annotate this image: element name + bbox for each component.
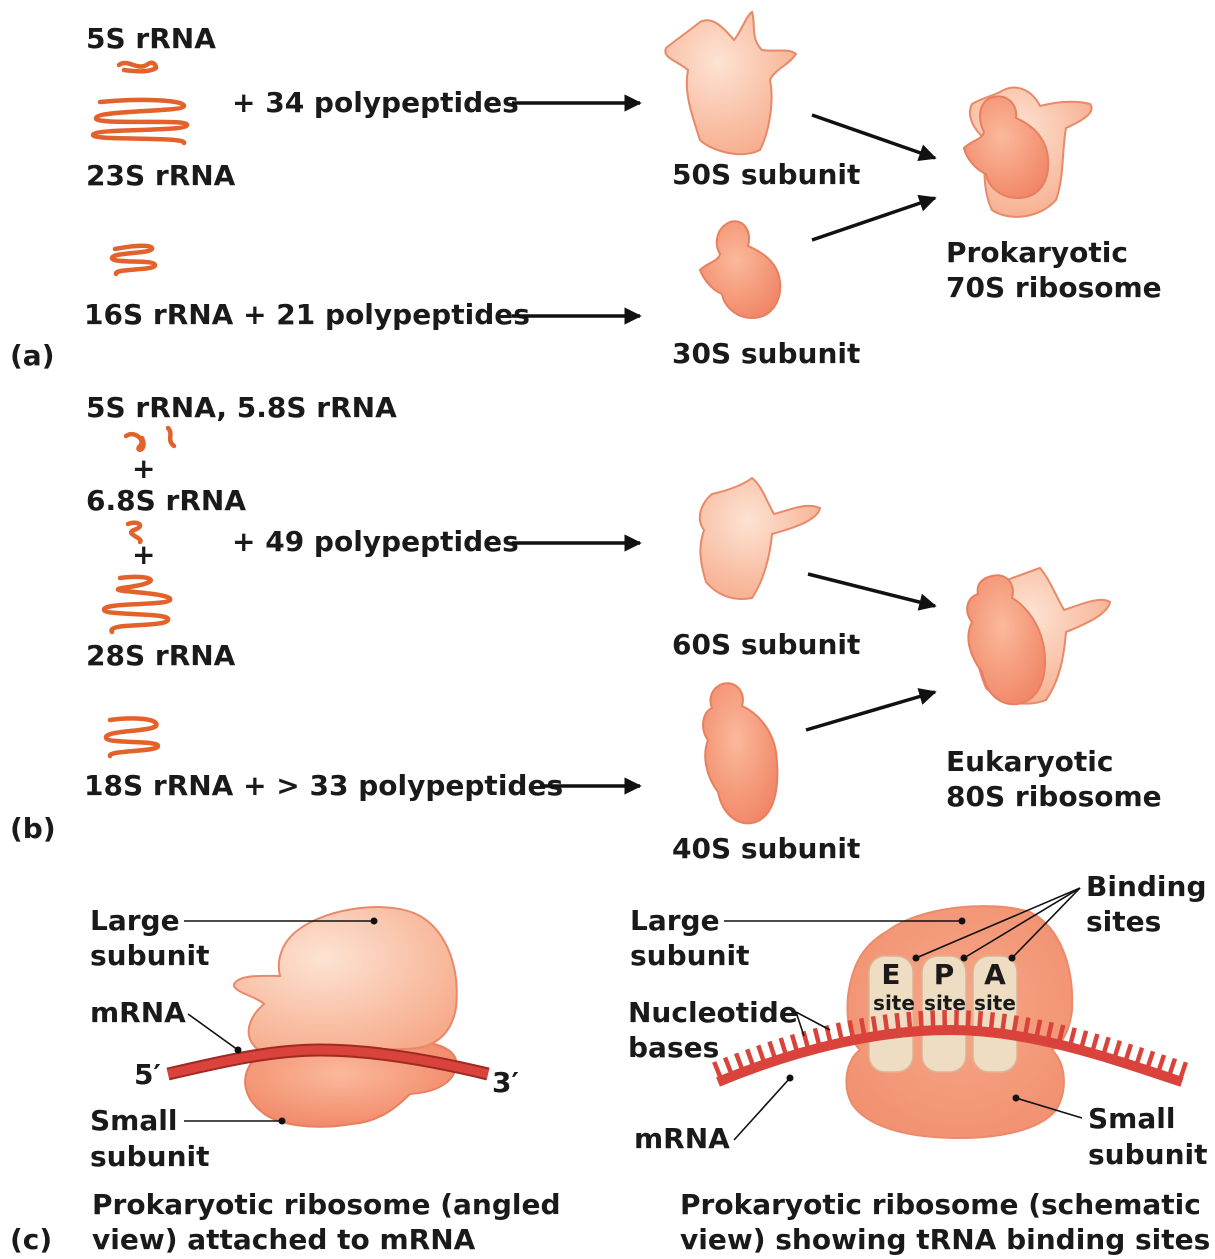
panel-a: 5S rRNA 23S rRNA + 34 polypeptides 50S s…	[10, 12, 1162, 372]
angled-large-label-2: subunit	[90, 939, 210, 972]
rrna-28s-strand	[104, 577, 170, 632]
schematic-large-dot	[959, 918, 966, 925]
angled-mrna-leader	[188, 1014, 238, 1050]
angled-three-prime: 3′	[492, 1066, 519, 1099]
plus-2: +	[132, 538, 155, 571]
ribosome-80s-line2: 80S ribosome	[946, 780, 1162, 813]
rrna-28s-label: 28S rRNA	[86, 639, 236, 672]
subunit-60s-label: 60S subunit	[672, 628, 860, 661]
nucleotide-label-2: bases	[628, 1031, 719, 1064]
rrna-58s-strand	[168, 428, 174, 446]
rrna-5s-strand-b	[126, 434, 144, 450]
subunit-40s-shape	[703, 683, 777, 823]
ribosome-80s-shape	[967, 568, 1110, 704]
angled-large-subunit-shape	[234, 907, 457, 1053]
schematic-mrna-dot	[787, 1075, 794, 1082]
angled-caption-2: view) attached to mRNA	[92, 1223, 476, 1256]
rrna-18s-strand	[106, 718, 158, 756]
panel-b: 5S rRNA, 5.8S rRNA + 6.8S rRNA + 28S rRN…	[10, 391, 1162, 865]
arrow-40s-to-80s	[806, 692, 935, 730]
schematic-large-label-2: subunit	[630, 939, 750, 972]
schematic-small-label-2: subunit	[1088, 1138, 1208, 1171]
schematic-mrna-leader	[734, 1078, 790, 1140]
schematic-small-label-1: Small	[1088, 1102, 1175, 1135]
panel-a-label: (a)	[10, 339, 55, 372]
binding-sites-label-1: Binding	[1086, 870, 1207, 903]
arrow-50s-to-70s	[812, 115, 935, 158]
rrna-23s-strand	[93, 100, 187, 143]
site-p-letter: P	[934, 958, 955, 991]
panel-c-right: E site P site A site Large subunit Bindi…	[628, 870, 1210, 1256]
nucleotide-label-1: Nucleotide	[628, 996, 798, 1029]
panel-b-label: (b)	[10, 812, 56, 845]
schematic-large-label-1: Large	[630, 904, 720, 937]
plus-1: +	[132, 452, 155, 485]
angled-small-label-1: Small	[90, 1104, 177, 1137]
ribosome-70s-line1: Prokaryotic	[946, 236, 1128, 269]
schematic-small-dot	[1013, 1095, 1020, 1102]
ribosome-70s-shape	[964, 88, 1092, 217]
rrna-23s-label: 23S rRNA	[86, 159, 236, 192]
subunit-50s-shape	[665, 12, 796, 154]
site-e-word: site	[873, 991, 915, 1015]
rrna-5s-58s-label: 5S rRNA, 5.8S rRNA	[86, 391, 397, 424]
subunit-30s-shape	[700, 221, 780, 318]
arrow-30s-to-70s	[812, 198, 935, 240]
ribosome-70s-line2: 70S ribosome	[946, 271, 1162, 304]
schematic-caption-1: Prokaryotic ribosome (schematic	[680, 1188, 1201, 1221]
schematic-caption-2: view) showing tRNA binding sites	[680, 1223, 1210, 1256]
rrna-68s-label: 6.8S rRNA	[86, 484, 246, 517]
subunit-30s-label: 30S subunit	[672, 337, 860, 370]
rrna-5s-strand	[119, 63, 156, 72]
subunit-40s-label: 40S subunit	[672, 832, 860, 865]
large-polypeptides-b: + 49 polypeptides	[232, 525, 519, 558]
panel-c-label: (c)	[10, 1223, 52, 1256]
binding-sites-label-2: sites	[1086, 905, 1161, 938]
angled-large-label-1: Large	[90, 904, 180, 937]
small-input-a: 16S rRNA + 21 polypeptides	[84, 298, 530, 331]
panel-c-left: Large subunit mRNA 5′ 3′ Small subunit P…	[10, 904, 561, 1256]
subunit-60s-shape	[700, 478, 820, 599]
binding-dot-a	[1009, 955, 1016, 962]
arrow-60s-to-80s	[808, 574, 935, 606]
ribosome-80s-line1: Eukaryotic	[946, 745, 1113, 778]
angled-mrna-label: mRNA	[90, 996, 186, 1029]
binding-dot-p	[961, 955, 968, 962]
schematic-mrna-label: mRNA	[634, 1122, 730, 1155]
rrna-5s-label: 5S rRNA	[86, 22, 216, 55]
angled-caption-1: Prokaryotic ribosome (angled	[92, 1188, 561, 1221]
subunit-50s-label: 50S subunit	[672, 158, 860, 191]
angled-large-dot	[371, 918, 378, 925]
rrna-16s-strand	[112, 246, 155, 274]
large-polypeptides-a: + 34 polypeptides	[232, 86, 519, 119]
angled-small-label-2: subunit	[90, 1140, 210, 1173]
angled-mrna-dot	[235, 1047, 242, 1054]
angled-small-dot	[279, 1118, 286, 1125]
small-input-b: 18S rRNA + > 33 polypeptides	[84, 769, 563, 802]
site-a-letter: A	[984, 958, 1006, 991]
site-e-letter: E	[881, 958, 900, 991]
binding-dot-e	[913, 955, 920, 962]
angled-five-prime: 5′	[134, 1058, 161, 1091]
